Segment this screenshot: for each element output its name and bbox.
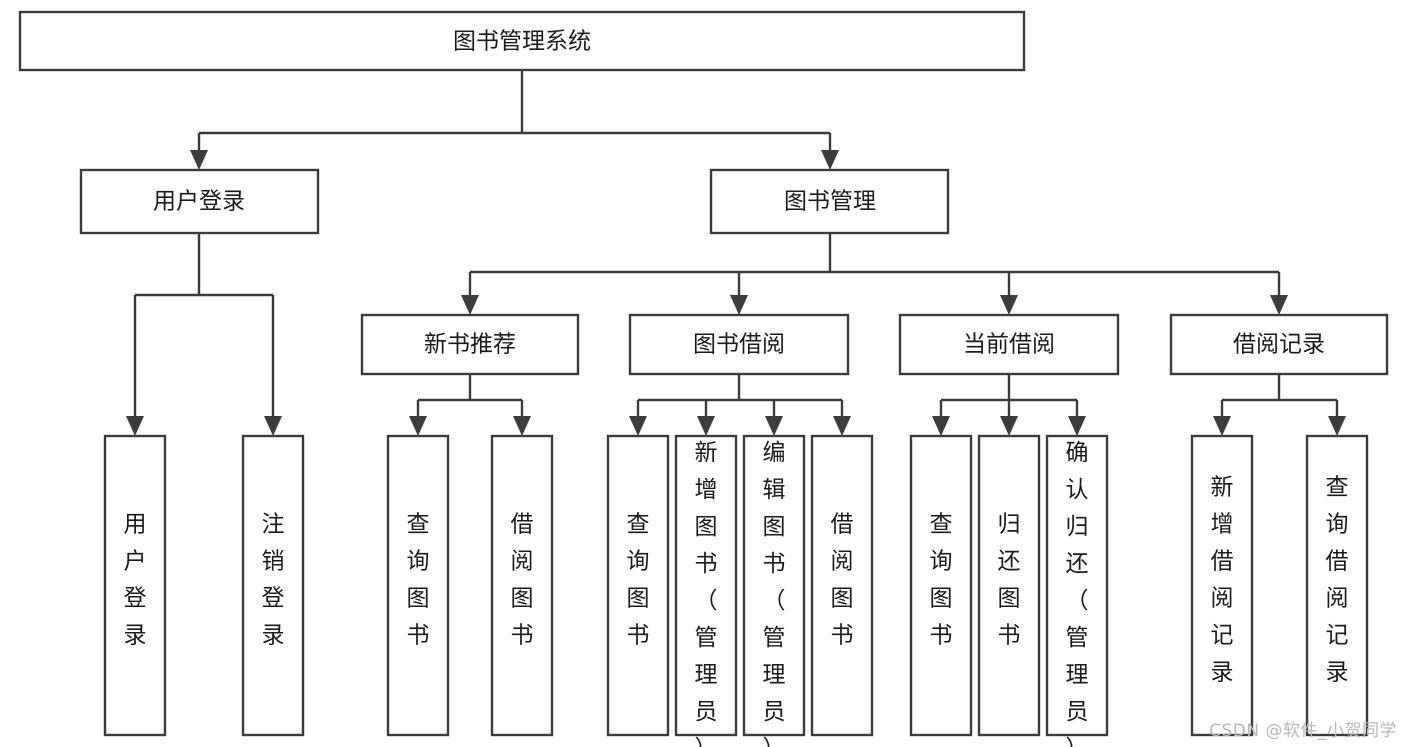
node-label-leaf-add-borrow-record: 新增借阅记录 xyxy=(1211,475,1234,686)
node-label-leaf-borrow-book-b: 借阅图书 xyxy=(831,512,854,649)
node-box-new-book-recommend[interactable] xyxy=(360,313,580,376)
arrow-head-icon xyxy=(1000,416,1018,436)
node-label-new-book-recommend: 新书推荐 xyxy=(424,332,516,358)
node-label-leaf-query-book-c: 查询图书 xyxy=(930,512,953,649)
arrow-head-icon xyxy=(513,416,531,436)
node-label-leaf-user-login: 用户登录 xyxy=(124,512,147,649)
connector-group-book-borrow xyxy=(629,374,851,436)
arrow-head-icon xyxy=(409,416,427,436)
node-leaf-confirm-return[interactable]: 确认归还（管理员） xyxy=(1045,434,1109,747)
node-leaf-query-borrow-record[interactable]: 查询借阅记录 xyxy=(1305,434,1369,737)
node-label-leaf-logout: 注销登录 xyxy=(262,512,285,649)
connector-group-new-book xyxy=(409,374,531,436)
node-box-leaf-confirm-return[interactable] xyxy=(1045,434,1109,737)
node-leaf-add-borrow-record[interactable]: 新增借阅记录 xyxy=(1190,434,1254,737)
node-label-leaf-edit-book: 编辑图书（管理员） xyxy=(763,440,786,747)
arrow-head-icon xyxy=(264,416,282,436)
connector-group-current-borrow xyxy=(932,374,1086,436)
arrow-head-icon xyxy=(461,295,479,315)
node-new-book-recommend[interactable]: 新书推荐 xyxy=(360,313,580,376)
node-box-book-management[interactable] xyxy=(709,168,950,235)
arrow-head-icon xyxy=(1213,416,1231,436)
node-box-leaf-borrow-book-b[interactable] xyxy=(810,434,874,737)
node-box-user-login[interactable] xyxy=(79,168,320,235)
arrow-head-icon xyxy=(126,416,144,436)
node-label-leaf-confirm-return: 确认归还（管理员） xyxy=(1066,440,1089,747)
node-label-leaf-query-book-a: 查询图书 xyxy=(407,512,430,649)
node-label-leaf-borrow-book-a: 借阅图书 xyxy=(511,512,534,649)
node-box-leaf-query-book-a[interactable] xyxy=(386,434,450,737)
node-user-login[interactable]: 用户登录 xyxy=(79,168,320,235)
node-label-book-borrow: 图书借阅 xyxy=(693,332,785,358)
node-leaf-query-book-b[interactable]: 查询图书 xyxy=(606,434,670,737)
node-label-user-login: 用户登录 xyxy=(153,189,245,215)
node-leaf-borrow-book-a[interactable]: 借阅图书 xyxy=(490,434,554,737)
node-label-borrow-record: 借阅记录 xyxy=(1233,332,1325,358)
node-label-leaf-query-borrow-record: 查询借阅记录 xyxy=(1326,475,1349,686)
node-book-management[interactable]: 图书管理 xyxy=(709,168,950,235)
arrow-head-icon xyxy=(190,150,208,170)
node-leaf-borrow-book-b[interactable]: 借阅图书 xyxy=(810,434,874,737)
node-box-leaf-logout[interactable] xyxy=(241,434,305,737)
node-leaf-user-login[interactable]: 用户登录 xyxy=(103,434,167,737)
node-borrow-record[interactable]: 借阅记录 xyxy=(1169,313,1389,376)
node-box-leaf-query-book-b[interactable] xyxy=(606,434,670,737)
node-leaf-query-book-c[interactable]: 查询图书 xyxy=(909,434,973,737)
node-box-leaf-add-borrow-record[interactable] xyxy=(1190,434,1254,737)
node-root[interactable]: 图书管理系统 xyxy=(18,10,1026,72)
node-box-current-borrow[interactable] xyxy=(898,313,1120,376)
arrow-head-icon xyxy=(1000,295,1018,315)
arrow-head-icon xyxy=(629,416,647,436)
node-leaf-add-book[interactable]: 新增图书（管理员） xyxy=(674,434,738,747)
node-box-leaf-query-borrow-record[interactable] xyxy=(1305,434,1369,737)
arrow-head-icon xyxy=(1270,295,1288,315)
node-label-leaf-add-book: 新增图书（管理员） xyxy=(695,440,718,747)
connector-group-book-mgmt xyxy=(461,233,1288,315)
connector-group-borrow-record xyxy=(1213,374,1346,436)
arrow-head-icon xyxy=(833,416,851,436)
node-leaf-return-book[interactable]: 归还图书 xyxy=(977,434,1041,737)
arrow-head-icon xyxy=(821,150,839,170)
node-box-leaf-return-book[interactable] xyxy=(977,434,1041,737)
arrow-head-icon xyxy=(765,416,783,436)
node-label-leaf-return-book: 归还图书 xyxy=(998,512,1021,649)
node-box-leaf-borrow-book-a[interactable] xyxy=(490,434,554,737)
node-label-root: 图书管理系统 xyxy=(453,29,591,55)
connector-group-user-login xyxy=(126,233,282,436)
node-book-borrow[interactable]: 图书借阅 xyxy=(628,313,850,376)
node-box-leaf-edit-book[interactable] xyxy=(742,434,806,737)
arrow-head-icon xyxy=(730,295,748,315)
node-box-book-borrow[interactable] xyxy=(628,313,850,376)
connector-group-root xyxy=(190,70,839,170)
arrow-head-icon xyxy=(1068,416,1086,436)
node-box-leaf-add-book[interactable] xyxy=(674,434,738,737)
node-label-current-borrow: 当前借阅 xyxy=(963,332,1055,358)
node-leaf-edit-book[interactable]: 编辑图书（管理员） xyxy=(742,434,806,747)
node-box-leaf-user-login[interactable] xyxy=(103,434,167,737)
arrow-head-icon xyxy=(1328,416,1346,436)
node-box-root[interactable] xyxy=(18,10,1026,72)
node-label-book-management: 图书管理 xyxy=(784,189,876,215)
arrow-head-icon xyxy=(932,416,950,436)
node-box-borrow-record[interactable] xyxy=(1169,313,1389,376)
node-current-borrow[interactable]: 当前借阅 xyxy=(898,313,1120,376)
arrow-head-icon xyxy=(697,416,715,436)
node-leaf-logout[interactable]: 注销登录 xyxy=(241,434,305,737)
node-box-leaf-query-book-c[interactable] xyxy=(909,434,973,737)
node-leaf-query-book-a[interactable]: 查询图书 xyxy=(386,434,450,737)
node-label-leaf-query-book-b: 查询图书 xyxy=(627,512,650,649)
